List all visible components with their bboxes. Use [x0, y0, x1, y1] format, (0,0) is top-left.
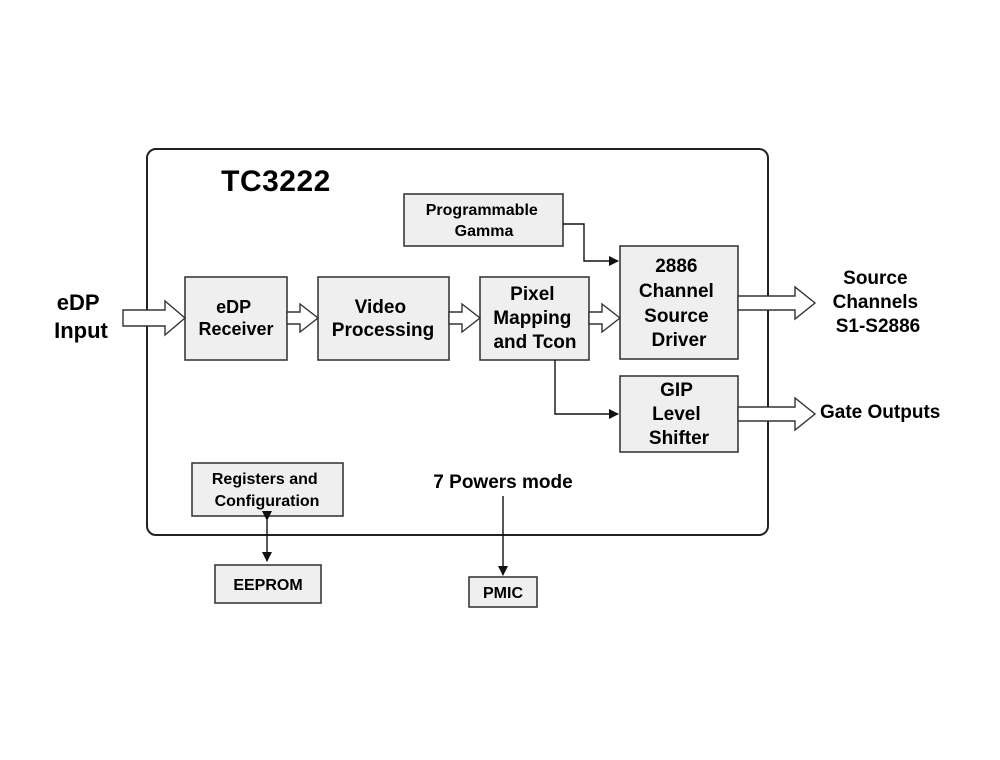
svg-text:eDP Receiver: eDP Receiver [198, 297, 273, 339]
block-label-line: eDP [216, 297, 251, 317]
powers-mode-label: 7 Powers mode [433, 472, 572, 493]
block-label-line: Channel [639, 281, 714, 302]
ext-label-line: eDP [57, 290, 99, 315]
block-label-line: Registers and [212, 471, 318, 488]
pixel-mapping-block: Pixel Mapping and Tcon [479, 276, 590, 361]
receiver-to-video-arrow [286, 302, 320, 334]
svg-text:Registers and Configurat: Registers and Configuration [212, 471, 322, 510]
chip-title: TC3222 [221, 165, 331, 198]
block-label-line: 2886 [655, 256, 697, 277]
block-label-line: Receiver [198, 319, 273, 339]
edp-input-label: eDP Input [54, 290, 108, 343]
pixel-to-driver-arrow [588, 302, 622, 334]
block-label-line: Source [644, 306, 708, 327]
block-label-line: Video [355, 297, 406, 318]
source-channels-arrow [737, 285, 817, 321]
pmic-block: PMIC [468, 576, 538, 608]
chip-outline [146, 148, 769, 536]
video-processing-block: Video Processing [317, 276, 450, 361]
video-to-pixel-arrow [448, 302, 482, 334]
block-label-line: EEPROM [233, 577, 302, 594]
ext-label-line: S1-S2886 [836, 316, 921, 337]
edp-receiver-block: eDP Receiver [184, 276, 288, 361]
svg-text:Programmable Gamma: Programmable Gamma [426, 202, 543, 240]
ext-label-line: Input [54, 318, 108, 343]
edp-input-arrow [122, 299, 187, 337]
source-channels-label: Source Channels S1-S2886 [833, 268, 924, 337]
block-label-line: Driver [652, 330, 708, 351]
pixel-to-gip-line [554, 360, 619, 419]
gate-outputs-arrow [737, 396, 817, 432]
block-label-line: Shifter [649, 428, 710, 449]
gip-level-shifter-block: GIP Level Shifter [619, 375, 739, 453]
eeprom-block: EEPROM [214, 564, 322, 604]
programmable-gamma-block: Programmable Gamma [403, 193, 564, 247]
source-driver-block: 2886 Channel Source Driver [619, 245, 739, 360]
ext-label-line: Channels [833, 292, 919, 313]
svg-text:PMIC: PMIC [483, 585, 523, 602]
registers-configuration-block: Registers and Configuration [191, 462, 344, 517]
svg-text:EEPROM: EEPROM [233, 577, 302, 594]
svg-text:Video Processing: Video Processing [332, 297, 434, 341]
ext-label-line: Source [843, 268, 907, 289]
svg-text:2886 Channel Sourc: 2886 Channel Source Driver [639, 256, 719, 351]
gate-outputs-label: Gate Outputs [820, 402, 940, 423]
block-label-line: and Tcon [493, 332, 576, 353]
gamma-to-driver-line [563, 223, 619, 266]
svg-text:GIP Level Shifter: GIP Level Shifter [649, 380, 710, 449]
svg-text:Pixel Mapping and: Pixel Mapping and Tcon [493, 284, 576, 353]
block-label-line: Pixel [510, 284, 554, 305]
block-label-line: Gamma [455, 223, 514, 240]
ext-label-line: Gate Outputs [820, 402, 940, 423]
block-label-line: Programmable [426, 202, 538, 219]
block-label-line: GIP [660, 380, 693, 401]
block-label-line: Processing [332, 320, 434, 341]
block-label-line: Configuration [215, 493, 320, 510]
block-label-line: PMIC [483, 585, 523, 602]
block-label-line: Mapping [493, 308, 571, 329]
block-label-line: Level [652, 404, 701, 425]
